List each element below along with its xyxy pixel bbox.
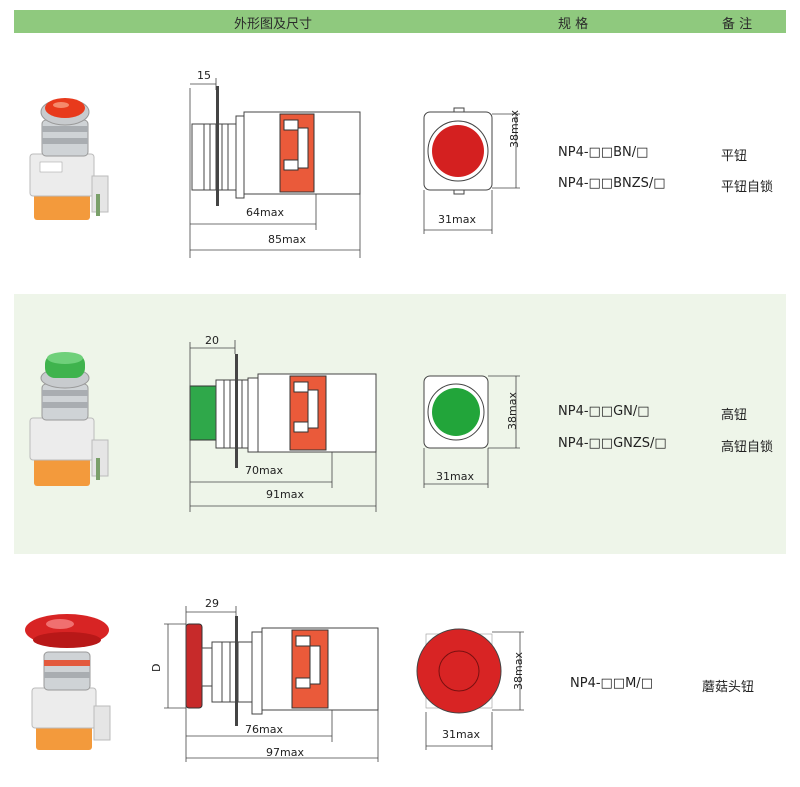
spec-model: NP4-□□GNZS/□ xyxy=(558,436,667,451)
flat-total-dimension: 85max xyxy=(268,233,306,246)
product-row-mushroom xyxy=(14,554,786,787)
raised-total-dimension: 91max xyxy=(266,488,304,501)
raised-width-dimension: 31max xyxy=(436,470,474,483)
raised-button-photo xyxy=(29,352,109,486)
flat-side-view xyxy=(189,78,361,258)
mushroom-side-view xyxy=(164,606,379,762)
mushroom-head-dimension: 29 xyxy=(205,597,219,610)
raised-head-dimension: 20 xyxy=(205,334,219,347)
spec-note: 平钮 xyxy=(721,149,748,164)
table-header: 外形图及尺寸 规 格 备 注 xyxy=(14,10,786,33)
raised-height-dimension: 38max xyxy=(506,392,519,430)
spec-model: NP4-□□BNZS/□ xyxy=(558,176,666,191)
header-spec-label: 规 格 xyxy=(558,17,589,32)
raised-front-view xyxy=(423,375,520,488)
mushroom-button-photo xyxy=(25,614,111,750)
spec-model: NP4-□□BN/□ xyxy=(558,145,649,160)
spec-model: NP4-□□M/□ xyxy=(570,676,653,691)
product-row-flat xyxy=(14,36,786,294)
mushroom-diameter-dimension: D xyxy=(150,663,163,672)
flat-body-dimension: 64max xyxy=(246,206,284,219)
spec-note: 蘑菇头钮 xyxy=(702,680,755,695)
header-note-label: 备 注 xyxy=(722,17,753,32)
flat-button-photo xyxy=(29,98,109,220)
raised-side-view xyxy=(189,340,377,512)
mushroom-front-view xyxy=(416,628,524,750)
product-row-raised xyxy=(14,294,786,554)
raised-body-dimension: 70max xyxy=(245,464,283,477)
flat-front-view xyxy=(423,107,520,234)
flat-width-dimension: 31max xyxy=(438,213,476,226)
mushroom-width-dimension: 31max xyxy=(442,728,480,741)
mushroom-height-dimension: 38max xyxy=(512,652,525,690)
spec-note: 高钮自锁 xyxy=(721,440,774,455)
mushroom-total-dimension: 97max xyxy=(266,746,304,759)
spec-note: 高钮 xyxy=(721,408,748,423)
spec-model: NP4-□□GN/□ xyxy=(558,404,650,419)
spec-note: 平钮自锁 xyxy=(721,180,774,195)
flat-height-dimension: 38max xyxy=(508,110,521,148)
flat-head-dimension: 15 xyxy=(197,69,211,82)
mushroom-body-dimension: 76max xyxy=(245,723,283,736)
header-drawing-label: 外形图及尺寸 xyxy=(234,17,313,32)
